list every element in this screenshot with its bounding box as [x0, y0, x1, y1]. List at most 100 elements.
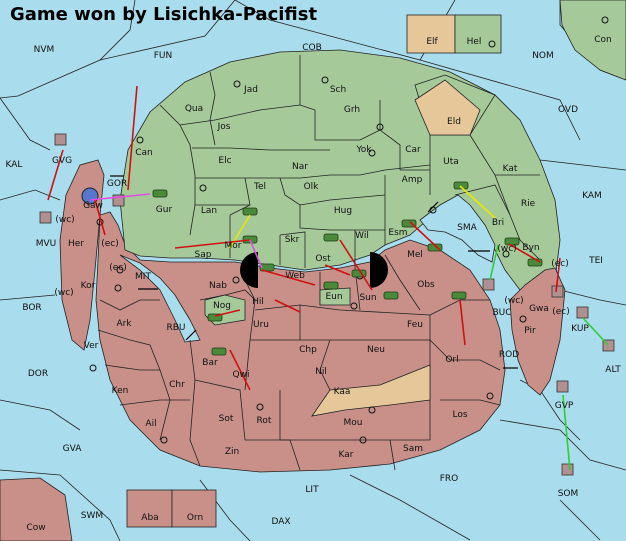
- label-gur: Gur: [156, 205, 173, 215]
- label-gwa: Gwa: [529, 304, 549, 314]
- label-mit: MIT: [135, 272, 151, 282]
- game-title: Game won by Lisichka-Pacifist: [10, 4, 317, 25]
- label-yok: Yok: [355, 145, 372, 155]
- label-kar: Kar: [339, 450, 354, 460]
- green-borders: [159, 55, 541, 268]
- label-ec2: (ec): [551, 259, 569, 269]
- label-nar: Nar: [292, 162, 308, 172]
- label-nom: NOM: [532, 51, 554, 61]
- label-gor: GOR: [107, 179, 127, 189]
- label-esm: Esm: [388, 228, 407, 238]
- coast-arrows: [110, 175, 518, 369]
- label-aba: Aba: [141, 513, 158, 523]
- label-car: Car: [405, 145, 421, 155]
- territory-cow[interactable]: [0, 477, 73, 541]
- label-sam: Sam: [403, 444, 423, 454]
- label-feu: Feu: [407, 320, 423, 330]
- label-grh: Grh: [344, 105, 360, 115]
- label-rod: ROD: [499, 350, 519, 360]
- label-orn: Orn: [187, 513, 203, 523]
- label-wc1: (wc): [55, 215, 74, 225]
- label-olk: Olk: [304, 182, 320, 192]
- label-eun: Eun: [325, 292, 342, 302]
- label-kup: KUP: [571, 324, 589, 334]
- label-swm: SWM: [81, 511, 103, 521]
- label-sap: Sap: [195, 250, 212, 260]
- label-wc3: (wc): [54, 288, 73, 298]
- label-dax: DAX: [271, 517, 290, 527]
- territory-kaa[interactable]: [311, 364, 431, 417]
- territory-pir[interactable]: [509, 267, 566, 396]
- label-bri: Bri: [492, 218, 504, 228]
- label-elf: Elf: [426, 37, 438, 47]
- label-hel: Hel: [467, 37, 482, 47]
- label-hil: Hil: [252, 297, 264, 307]
- label-nvm: NVM: [34, 45, 55, 55]
- label-chr: Chr: [169, 380, 185, 390]
- label-buc: BUC: [492, 308, 511, 318]
- territory-orn[interactable]: [171, 489, 217, 528]
- label-nog: Nog: [213, 301, 231, 311]
- territory-her-her[interactable]: [59, 159, 105, 351]
- label-bar: Bar: [202, 358, 218, 368]
- label-wil: Wil: [355, 231, 369, 241]
- label-mvu: MVU: [36, 239, 57, 249]
- label-mou: Mou: [344, 418, 363, 428]
- label-dor: DOR: [28, 369, 48, 379]
- label-ark: Ark: [116, 319, 132, 329]
- label-ovd: OVD: [558, 105, 578, 115]
- label-cob: COB: [302, 43, 322, 53]
- label-lit: LIT: [305, 485, 319, 495]
- label-her: Her: [68, 239, 84, 249]
- label-los: Los: [452, 410, 467, 420]
- label-gvp: GVP: [555, 401, 574, 411]
- label-ec3: (ec): [109, 263, 127, 273]
- label-sun: Sun: [359, 293, 376, 303]
- label-fro: FRO: [440, 474, 459, 484]
- label-obs: Obs: [417, 280, 435, 290]
- label-gaw: Gaw: [83, 201, 103, 211]
- territory-con[interactable]: [559, 0, 626, 81]
- territory-hel[interactable]: [454, 14, 502, 54]
- territory-eun[interactable]: [319, 287, 351, 306]
- label-qwi: Qwi: [233, 370, 250, 380]
- label-skr: Skr: [285, 235, 300, 245]
- label-kal: KAL: [6, 160, 23, 170]
- label-kat: Kat: [503, 164, 518, 174]
- territory-elf[interactable]: [406, 14, 456, 54]
- label-bor: BOR: [22, 303, 41, 313]
- label-alt: ALT: [605, 365, 621, 375]
- label-sch: Sch: [330, 85, 346, 95]
- label-qua: Qua: [185, 104, 203, 114]
- label-tel: Tel: [253, 182, 266, 192]
- label-elc: Elc: [218, 156, 231, 166]
- label-lan: Lan: [201, 206, 217, 216]
- sea-sma[interactable]: [419, 194, 496, 263]
- sea-mit-rbu[interactable]: [119, 254, 201, 343]
- label-uta: Uta: [443, 157, 459, 167]
- label-jos: Jos: [217, 122, 231, 132]
- label-ver: Ver: [84, 341, 99, 351]
- label-gvg: GVG: [52, 156, 72, 166]
- label-uru: Uru: [253, 320, 269, 330]
- label-orl: Orl: [445, 355, 458, 365]
- label-cow: Cow: [26, 523, 45, 533]
- label-wc2: (wc): [497, 244, 516, 254]
- label-nil: Nil: [315, 367, 327, 377]
- label-som: SOM: [558, 489, 579, 499]
- label-pir: Pir: [524, 326, 536, 336]
- label-sma: SMA: [457, 223, 477, 233]
- label-eld: Eld: [447, 117, 461, 127]
- label-mor: Mor: [225, 241, 242, 251]
- territory-aba[interactable]: [126, 489, 173, 528]
- label-amp: Amp: [402, 175, 423, 185]
- label-rot: Rot: [257, 416, 272, 426]
- fleet-units: [39, 133, 615, 476]
- territory-eld[interactable]: [414, 79, 481, 136]
- label-fun: FUN: [154, 51, 173, 61]
- label-ec1: (ec): [101, 239, 119, 249]
- canal-marker-west: [240, 252, 258, 288]
- label-nab: Nab: [209, 281, 227, 291]
